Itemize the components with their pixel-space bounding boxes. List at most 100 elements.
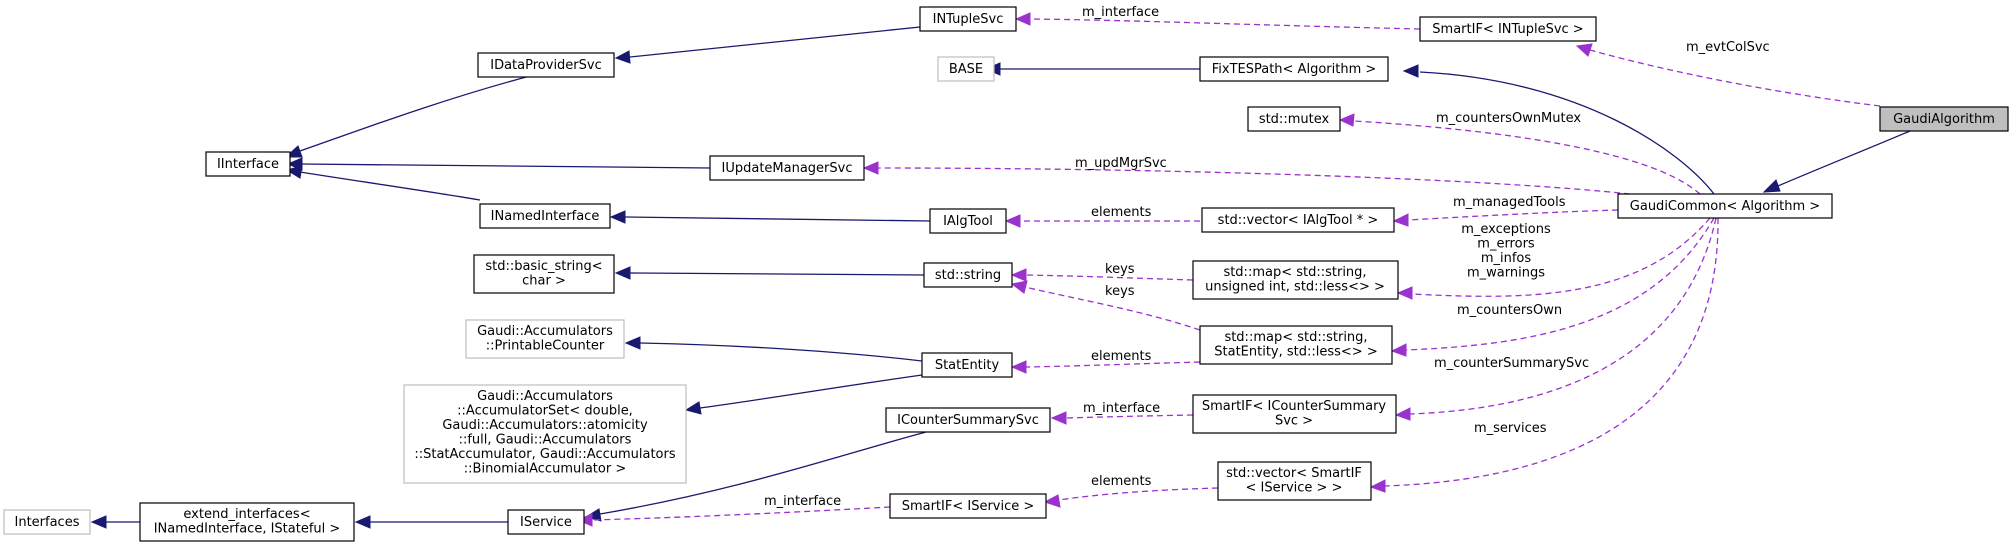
text-line: char > (522, 274, 566, 289)
label-m-interface-ntuple: m_interface (1082, 5, 1159, 20)
edge-m-counters-group (1396, 217, 1711, 300)
node-iupdatemanagersvc[interactable]: IUpdateManagerSvc (709, 155, 865, 181)
svg-text:std::string: std::string (935, 268, 1001, 283)
text-line: Gaudi::Accumulators::atomicity (442, 418, 648, 433)
text-line: m_exceptions (1461, 222, 1551, 237)
text-line: INTupleSvc (933, 12, 1004, 27)
edge-m-evtcolsvc (1575, 43, 1881, 107)
node-inamedinterface[interactable]: INamedInterface (479, 203, 611, 229)
edge-elements-algtool (1004, 214, 1200, 228)
node-smartif-iservice[interactable]: SmartIF< IService > (889, 493, 1047, 519)
node-stdmutex[interactable]: std::mutex (1247, 106, 1341, 132)
svg-text:IService: IService (520, 515, 572, 530)
node-map-uint[interactable]: std::map< std::string,unsigned int, std:… (1192, 260, 1399, 300)
node-base[interactable]: BASE (937, 56, 995, 82)
node-printablecounter[interactable]: Gaudi::Accumulators::PrintableCounter (465, 319, 625, 359)
text-line: BASE (949, 62, 983, 77)
edge-inamedinterface-to-iinterface (285, 165, 481, 201)
node-smartif-intuplesvc[interactable]: SmartIF< INTupleSvc > (1419, 16, 1597, 42)
edge-m-countersummarysvc (1394, 217, 1717, 421)
label-elements-algtool: elements (1091, 205, 1152, 220)
edge-statentity-to-printablecounter (624, 336, 931, 363)
text-line: elements (1091, 474, 1152, 489)
label-m-updmgrsvc: m_updMgrSvc (1075, 156, 1167, 171)
svg-text:FixTESPath< Algorithm >: FixTESPath< Algorithm > (1212, 62, 1377, 77)
text-line: IService (520, 515, 572, 530)
edge-ialgtool-to-inamedinterface (609, 210, 931, 224)
text-line: ::AccumulatorSet< double, (457, 404, 633, 419)
edge-extendinterfaces-to-interfaces (90, 515, 140, 529)
node-gaudialgorithm[interactable]: GaudiAlgorithm (1879, 106, 2009, 132)
text-line: GaudiCommon< Algorithm > (1630, 199, 1820, 214)
text-line: elements (1091, 349, 1152, 364)
node-ialgtool[interactable]: IAlgTool (929, 208, 1007, 234)
text-line: unsigned int, std::less<> > (1205, 280, 1385, 295)
text-line: std::mutex (1259, 112, 1330, 127)
text-line: keys (1105, 284, 1135, 299)
label-keys-1: keys (1105, 262, 1135, 277)
text-line: INamedInterface, IStateful > (154, 522, 341, 537)
edge-m-countersown (1390, 217, 1715, 357)
label-m-services: m_services (1474, 421, 1547, 436)
node-idataprovidersvc[interactable]: IDataProviderSvc (477, 52, 615, 78)
text-line: Interfaces (15, 515, 80, 530)
label-m-countersownmutex: m_countersOwnMutex (1436, 111, 1581, 126)
node-interfaces[interactable]: Interfaces (3, 509, 91, 535)
text-line: IDataProviderSvc (490, 58, 602, 73)
svg-text:std::mutex: std::mutex (1259, 112, 1330, 127)
node-std-string[interactable]: std::string (923, 262, 1013, 288)
edge-m-services (1369, 217, 1719, 493)
text-line: m_warnings (1467, 266, 1545, 281)
text-line: ::PrintableCounter (486, 339, 605, 354)
label-m-evtcolsvc: m_evtColSvc (1686, 40, 1770, 55)
edge-m-interface-ntuple (1014, 12, 1421, 30)
node-map-statentity[interactable]: std::map< std::string,StatEntity, std::l… (1199, 325, 1393, 365)
node-intuplesvc[interactable]: INTupleSvc (919, 6, 1017, 32)
node-icountersummarysvc[interactable]: ICounterSummarySvc (885, 407, 1051, 433)
node-statentity[interactable]: StatEntity (921, 352, 1013, 378)
node-gaudicommon[interactable]: GaudiCommon< Algorithm > (1617, 193, 1833, 219)
node-iinterface[interactable]: IInterface (205, 151, 291, 177)
edge-statentity-to-accumulatorset (684, 374, 923, 415)
node-basic-string[interactable]: std::basic_string<char > (473, 254, 615, 294)
edge-m-managedtools (1392, 209, 1619, 227)
node-fixtespath[interactable]: FixTESPath< Algorithm > (1199, 56, 1389, 82)
svg-text:Gaudi::Accumulators::Accumulat: Gaudi::Accumulators::AccumulatorSet< dou… (414, 389, 675, 477)
text-line: m_countersOwnMutex (1436, 111, 1581, 126)
node-vector-smartif-iservice[interactable]: std::vector< SmartIF< IService > > (1217, 461, 1372, 501)
node-iservice[interactable]: IService (507, 509, 585, 535)
svg-text:Gaudi::Accumulators::Printable: Gaudi::Accumulators::PrintableCounter (477, 324, 613, 354)
edge-m-countersownmutex (1338, 113, 1701, 195)
text-line: keys (1105, 262, 1135, 277)
text-line: < IService > > (1246, 481, 1343, 496)
edge-gaudialgorithm-to-gaudicommon (1762, 130, 1911, 193)
edge-iservice-to-extendinterfaces (354, 515, 508, 529)
text-line: m_interface (764, 494, 841, 509)
text-line: extend_interfaces< (183, 507, 310, 522)
node-vector-ialgtool[interactable]: std::vector< IAlgTool * > (1201, 207, 1395, 233)
text-line: StatEntity (935, 358, 1000, 373)
text-line: Svc > (1275, 414, 1313, 429)
text-line: INamedInterface (491, 209, 600, 224)
text-line: ::StatAccumulator, Gaudi::Accumulators (414, 447, 675, 462)
edge-elements-stat (1010, 360, 1201, 374)
label-m-interface-counter: m_interface (1083, 401, 1160, 416)
text-line: std::map< std::string, (1224, 330, 1367, 345)
svg-text:INTupleSvc: INTupleSvc (933, 12, 1004, 27)
svg-text:std::map< std::string,unsigned: std::map< std::string,unsigned int, std:… (1205, 265, 1385, 295)
node-extend-interfaces[interactable]: extend_interfaces<INamedInterface, IStat… (139, 502, 355, 542)
text-line: m_counterSummarySvc (1434, 356, 1589, 371)
svg-text:std::vector< SmartIF< IService: std::vector< SmartIF< IService > > (1226, 466, 1362, 496)
text-line: SmartIF< INTupleSvc > (1432, 22, 1583, 37)
edge-m-updmgrsvc (862, 161, 1631, 195)
label-elements-service: elements (1091, 474, 1152, 489)
node-accumulatorset[interactable]: Gaudi::Accumulators::AccumulatorSet< dou… (403, 384, 687, 484)
text-line: FixTESPath< Algorithm > (1212, 62, 1377, 77)
edge-fixtespath-to-base (984, 62, 1200, 76)
svg-text:ICounterSummarySvc: ICounterSummarySvc (897, 413, 1039, 428)
text-line: m_evtColSvc (1686, 40, 1770, 55)
svg-text:SmartIF< IService >: SmartIF< IService > (902, 499, 1035, 514)
